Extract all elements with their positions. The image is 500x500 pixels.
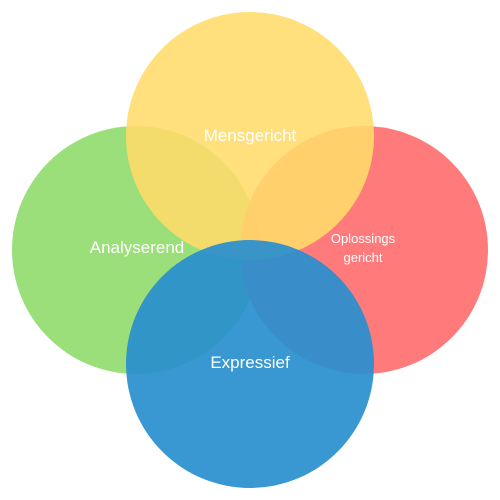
- circle-mensgericht: [126, 12, 374, 260]
- label-analyserend: Analyserend: [90, 238, 185, 257]
- label-oplossingsgericht-line2: gericht: [343, 250, 382, 265]
- label-expressief: Expressief: [210, 353, 290, 372]
- label-oplossingsgericht-line1: Oplossings: [331, 231, 396, 246]
- label-mensgericht: Mensgericht: [204, 126, 297, 145]
- circle-expressief: [126, 240, 374, 488]
